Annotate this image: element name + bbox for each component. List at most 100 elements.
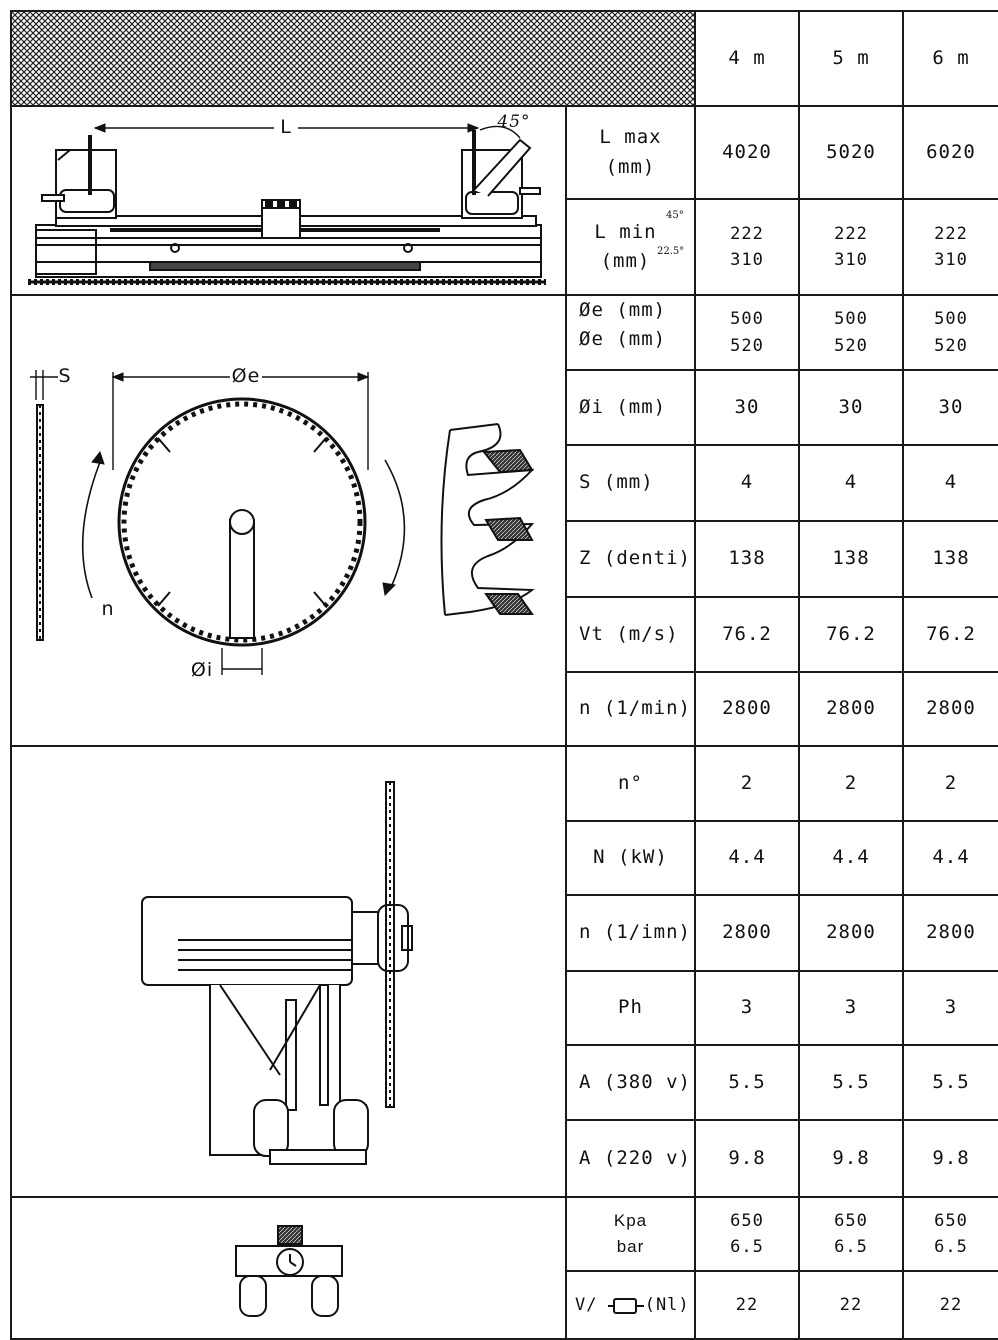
grid-line [566,1044,998,1046]
row-label-air-consumption: V/ (Nl) [575,1294,690,1315]
row-label-current-220v: A (220 v) [579,1146,691,1169]
cell-motor-rpm-6m: 2800 [926,921,976,944]
cell-cutting-speed-5m: 76.2 [826,622,876,645]
grid-line [566,596,998,598]
cell-motor-count-5m: 2 [844,771,858,794]
cell-thickness-4m: 4 [740,471,754,494]
cell-cutting-speed-6m: 76.2 [926,622,976,645]
grid-line [10,294,998,296]
cell-power-6m: 4.4 [932,846,970,869]
row-label-power: N (kW) [593,846,668,869]
row-label-current-380v: A (380 v) [579,1070,691,1093]
cell-current-380v-4m: 5.5 [728,1070,766,1093]
cell-teeth-5m: 138 [832,547,870,570]
grid-line [10,105,998,107]
motor-assembly-drawing [141,781,413,1165]
cell-motor-rpm-4m: 2800 [722,921,772,944]
cell-current-380v-5m: 5.5 [832,1070,870,1093]
cell-current-220v-5m: 9.8 [832,1146,870,1169]
lmin-superscript-22-5: 22.5° [657,246,685,257]
cell-inner-diameter-6m: 30 [938,395,964,418]
grid-line [798,10,800,1340]
cell-inner-diameter-4m: 30 [734,395,760,418]
cell-phases-5m: 3 [844,996,858,1019]
cell-lmax-5m: 5020 [826,140,876,163]
machine-overview-drawing [28,123,546,285]
saw-blade-drawing [30,370,406,675]
grid-line [566,671,998,673]
cell-power-4m: 4.4 [728,846,766,869]
grid-line [10,10,12,1340]
cell-motor-rpm-5m: 2800 [826,921,876,944]
cell-air-consumption-4m: 22 [735,1294,759,1315]
grid-line [565,105,567,1340]
row-label-teeth: Z (denti) [579,547,691,570]
cell-current-220v-4m: 9.8 [728,1146,766,1169]
grid-line [566,1270,998,1272]
cell-thickness-5m: 4 [844,471,858,494]
grid-line [566,444,998,446]
label-length: L [280,116,292,139]
grid-line [566,820,998,822]
cell-air-consumption-6m: 22 [939,1294,963,1315]
row-label-motor-count: n° [618,771,643,794]
cell-blade-rpm-6m: 2800 [926,697,976,720]
cell-current-380v-6m: 5.5 [932,1070,970,1093]
grid-line [10,1338,998,1340]
blade-tooth-detail-drawing [440,423,535,616]
grid-line [566,520,998,522]
grid-line [10,10,998,12]
grid-line [902,10,904,1340]
row-label-inner-diameter: Øi (mm) [579,395,667,418]
cell-inner-diameter-5m: 30 [838,395,864,418]
cell-phases-4m: 3 [740,996,754,1019]
row-label-cutting-speed: Vt (m/s) [579,622,679,645]
lmin-superscript-45: 45° [666,210,684,221]
row-label-thickness: S (mm) [579,471,654,494]
column-header-6m: 6 m [932,46,970,69]
row-label-lmin: L min(mm) [594,220,657,272]
cell-phases-6m: 3 [944,996,958,1019]
pneumatic-unit-drawing [235,1225,343,1317]
grid-line [566,198,998,200]
cell-air-consumption-5m: 22 [839,1294,863,1315]
row-label-blade-rpm: n (1/min) [579,697,691,720]
grid-line [566,1119,998,1121]
cell-power-5m: 4.4 [832,846,870,869]
label-thickness: S [58,365,72,388]
grid-line [10,745,998,747]
column-header-5m: 5 m [832,46,870,69]
grid-line [694,10,696,1340]
cell-motor-count-4m: 2 [740,771,754,794]
label-angle: 45° [497,111,531,132]
cell-teeth-6m: 138 [932,547,970,570]
header-hatch [10,10,694,105]
cell-current-220v-6m: 9.8 [932,1146,970,1169]
label-inner-diameter: Øi [190,659,214,682]
cell-blade-rpm-4m: 2800 [722,697,772,720]
row-label-motor-rpm: n (1/imn) [579,921,691,944]
grid-line [10,1196,998,1198]
cell-cutting-speed-4m: 76.2 [722,622,772,645]
grid-line [566,970,998,972]
grid-line [566,894,998,896]
cell-thickness-6m: 4 [944,471,958,494]
cell-motor-count-6m: 2 [944,771,958,794]
row-label-lmax: L max(mm) [599,126,662,178]
grid-line [566,369,998,371]
cell-teeth-4m: 138 [728,547,766,570]
cell-lmax-6m: 6020 [926,140,976,163]
label-outer-diameter: Øe [231,365,261,388]
cell-lmax-4m: 4020 [722,140,772,163]
column-header-4m: 4 m [728,46,766,69]
